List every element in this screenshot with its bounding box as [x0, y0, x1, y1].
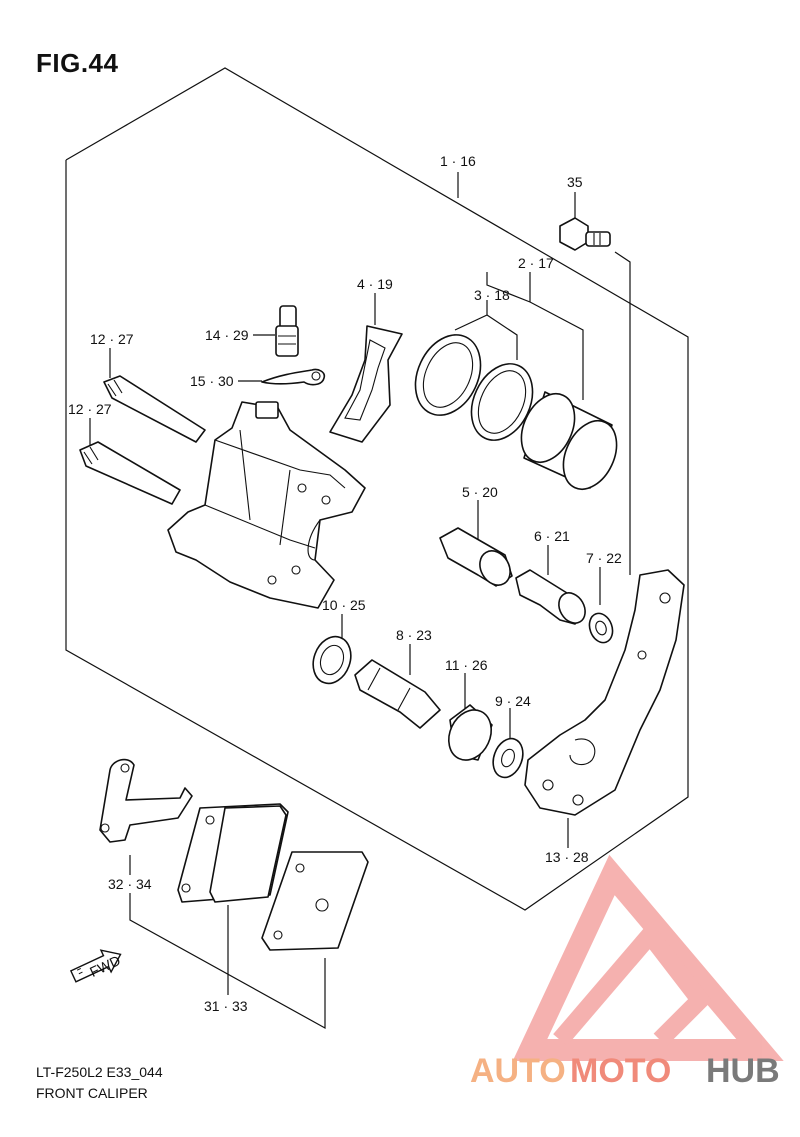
callout-5-20: 5 · 20 [462, 484, 498, 500]
bleeder-screw-14 [275, 305, 299, 357]
slide-pin-8 [354, 659, 441, 729]
callout-12-27-lower: 12 · 27 [68, 401, 112, 417]
brake-pad-31-backing [261, 851, 369, 951]
boot-11 [448, 704, 493, 761]
slide-pin-6 [515, 569, 586, 625]
bolt-35 [559, 217, 611, 251]
leader-lines [89, 172, 631, 1030]
slide-pin-5 [439, 527, 513, 587]
caliper-body-1 [167, 401, 366, 609]
callout-13-28: 13 · 28 [545, 849, 589, 865]
watermark-moto: MOTO [570, 1052, 671, 1090]
washer-7 [588, 612, 614, 644]
figure-caption: FRONT CALIPER [36, 1085, 148, 1101]
fwd-arrow-icon [69, 949, 122, 983]
callout-14-29: 14 · 29 [205, 327, 249, 343]
pad-spring-4 [329, 325, 403, 443]
watermark-hub: HUB [706, 1052, 780, 1090]
bleeder-cap-15 [261, 368, 326, 386]
callout-2-17: 2 · 17 [518, 255, 554, 271]
callout-11-26: 11 · 26 [445, 657, 488, 673]
callout-32-34: 32 · 34 [108, 876, 152, 892]
boot-10 [312, 635, 352, 685]
washer-9 [492, 737, 524, 779]
pad-shim-32 [99, 758, 193, 843]
watermark-wordmark: AUTO MOTO HUB [470, 1052, 780, 1090]
brake-pad-31-front [209, 805, 287, 903]
figure-title: FIG.44 [36, 48, 119, 78]
piston-seals-3 [414, 334, 534, 441]
callout-35: 35 [567, 174, 583, 190]
callout-1-16: 1 · 16 [440, 153, 476, 169]
callout-15-30: 15 · 30 [190, 373, 234, 389]
callout-9-24: 9 · 24 [495, 693, 531, 709]
assembly-outline [65, 67, 689, 911]
caliper-pin-12-lower [79, 441, 181, 505]
callout-12-27-upper: 12 · 27 [90, 331, 134, 347]
callout-8-23: 8 · 23 [396, 627, 432, 643]
callout-31-33: 31 · 33 [204, 998, 248, 1014]
fwd-label: FWD [87, 952, 123, 980]
piston-2 [520, 391, 618, 490]
callout-10-25: 10 · 25 [322, 597, 366, 613]
callout-6-21: 6 · 21 [534, 528, 570, 544]
watermark-logo-icon [512, 854, 784, 1061]
callout-4-19: 4 · 19 [357, 276, 393, 292]
callout-7-22: 7 · 22 [586, 550, 622, 566]
caliper-pin-12-upper [103, 375, 206, 443]
watermark-auto: AUTO [470, 1052, 566, 1090]
caliper-bracket-13 [524, 569, 685, 816]
model-code: LT-F250L2 E33_044 [36, 1064, 163, 1080]
callout-3-18: 3 · 18 [474, 287, 510, 303]
